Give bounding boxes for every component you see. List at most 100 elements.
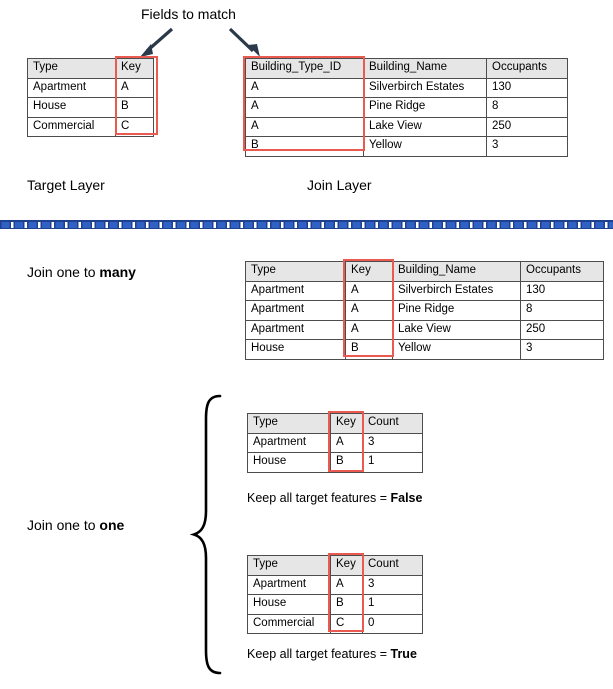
cell-building-name: Silverbirch Estates: [363, 77, 487, 98]
table-row: Apartment A 3: [247, 574, 423, 595]
table-row: House B Yellow 3: [245, 339, 604, 360]
table-header-row: Building_Type_ID Building_Name Occupants: [245, 58, 568, 79]
cell-key: A: [345, 319, 393, 340]
cell-type: Apartment: [247, 574, 331, 595]
one-to-one-false-table: Type Key Count Apartment A 3 House B 1: [247, 413, 423, 473]
cell-key: B: [330, 452, 363, 473]
join-layer-table: Building_Type_ID Building_Name Occupants…: [245, 58, 568, 157]
target-layer-table: Type Key Apartment A House B Commercial …: [27, 58, 154, 137]
fields-to-match-label: Fields to match: [141, 6, 236, 22]
target-layer-label: Target Layer: [27, 177, 105, 193]
table-row: A Silverbirch Estates 130: [245, 77, 568, 98]
table-row: B Yellow 3: [245, 136, 568, 157]
cell-building-name: Silverbirch Estates: [392, 280, 521, 301]
cell-key: A: [345, 280, 393, 301]
one-to-one-true-table: Type Key Count Apartment A 3 House B 1 C…: [247, 555, 423, 634]
join-layer-table-wrap: Building_Type_ID Building_Name Occupants…: [245, 58, 568, 157]
cell-occupants: 250: [520, 319, 604, 340]
table-row: Apartment A 3: [247, 432, 423, 453]
join-one-to-one-emphasis: one: [99, 517, 125, 533]
one-to-one-true-table-wrap: Type Key Count Apartment A 3 House B 1 C…: [247, 555, 423, 634]
cell-key: B: [115, 97, 154, 118]
keep-all-false-caption: Keep all target features = False: [247, 492, 422, 505]
cell-key: C: [330, 613, 363, 634]
cell-type: Apartment: [247, 432, 331, 453]
cell-type: House: [247, 594, 331, 615]
table-row: Commercial C: [27, 116, 154, 137]
join-one-to-many-label: Join one to many: [27, 265, 136, 279]
cell-type: Apartment: [245, 300, 346, 321]
cell-occupants: 3: [520, 339, 604, 360]
cell-count: 1: [362, 594, 423, 615]
join-one-to-one-label: Join one to one: [27, 518, 124, 532]
cell-building-name: Yellow: [363, 136, 487, 157]
one-to-many-result-table-wrap: Type Key Building_Name Occupants Apartme…: [245, 261, 604, 360]
cell-building-type-id: A: [245, 97, 364, 118]
table-row: House B: [27, 97, 154, 118]
one-to-many-result-table: Type Key Building_Name Occupants Apartme…: [245, 261, 604, 360]
column-header-key: Key: [115, 58, 154, 79]
table-row: Apartment A Lake View 250: [245, 319, 604, 340]
table-header-row: Type Key Count: [247, 555, 423, 576]
keep-all-false-emphasis: False: [390, 491, 423, 505]
cell-count: 0: [362, 613, 423, 634]
cell-type: Apartment: [27, 77, 116, 98]
cell-occupants: 130: [520, 280, 604, 301]
cell-type: Commercial: [27, 116, 116, 137]
table-row: A Pine Ridge 8: [245, 97, 568, 118]
cell-type: Commercial: [247, 613, 331, 634]
cell-occupants: 130: [486, 77, 568, 98]
cell-occupants: 250: [486, 116, 568, 137]
column-header-type: Type: [245, 261, 346, 282]
column-header-building-name: Building_Name: [363, 58, 487, 79]
cell-count: 1: [362, 452, 423, 473]
column-header-count: Count: [362, 555, 423, 576]
cell-type: House: [245, 339, 346, 360]
cell-type: Apartment: [245, 319, 346, 340]
join-layer-label: Join Layer: [307, 177, 372, 193]
cell-key: A: [115, 77, 154, 98]
cell-occupants: 8: [486, 97, 568, 118]
column-header-building-type-id: Building_Type_ID: [245, 58, 364, 79]
cell-building-name: Pine Ridge: [363, 97, 487, 118]
cell-occupants: 3: [486, 136, 568, 157]
table-row: A Lake View 250: [245, 116, 568, 137]
cell-occupants: 8: [520, 300, 604, 321]
table-header-row: Type Key Building_Name Occupants: [245, 261, 604, 282]
column-header-type: Type: [27, 58, 116, 79]
cell-type: House: [27, 97, 116, 118]
curly-brace-join-one-to-one: [189, 393, 224, 676]
cell-building-name: Yellow: [392, 339, 521, 360]
arrow-to-target-key: [134, 26, 178, 58]
one-to-one-false-table-wrap: Type Key Count Apartment A 3 House B 1: [247, 413, 423, 473]
cell-count: 3: [362, 432, 423, 453]
join-one-to-many-prefix: Join one to: [27, 264, 100, 280]
cell-building-name: Pine Ridge: [392, 300, 521, 321]
table-header-row: Type Key Count: [247, 413, 423, 434]
cell-type: Apartment: [245, 280, 346, 301]
column-header-type: Type: [247, 413, 331, 434]
join-one-to-many-emphasis: many: [99, 264, 136, 280]
table-row: Apartment A Silverbirch Estates 130: [245, 280, 604, 301]
table-row: Commercial C 0: [247, 613, 423, 634]
column-header-key: Key: [330, 413, 363, 434]
column-header-type: Type: [247, 555, 331, 576]
cell-key: B: [345, 339, 393, 360]
cell-key: B: [330, 594, 363, 615]
target-layer-table-wrap: Type Key Apartment A House B Commercial …: [27, 58, 154, 137]
cell-building-type-id: A: [245, 116, 364, 137]
column-header-occupants: Occupants: [486, 58, 568, 79]
keep-all-false-prefix: Keep all target features =: [247, 491, 391, 505]
cell-building-name: Lake View: [363, 116, 487, 137]
join-one-to-one-prefix: Join one to: [27, 517, 100, 533]
column-header-count: Count: [362, 413, 423, 434]
keep-all-true-prefix: Keep all target features =: [247, 647, 391, 661]
arrow-to-join-key: [224, 26, 268, 58]
cell-building-type-id: A: [245, 77, 364, 98]
cell-key: A: [330, 432, 363, 453]
cell-type: House: [247, 452, 331, 473]
table-row: Apartment A: [27, 77, 154, 98]
cell-key: C: [115, 116, 154, 137]
table-row: House B 1: [247, 452, 423, 473]
column-header-key: Key: [330, 555, 363, 576]
